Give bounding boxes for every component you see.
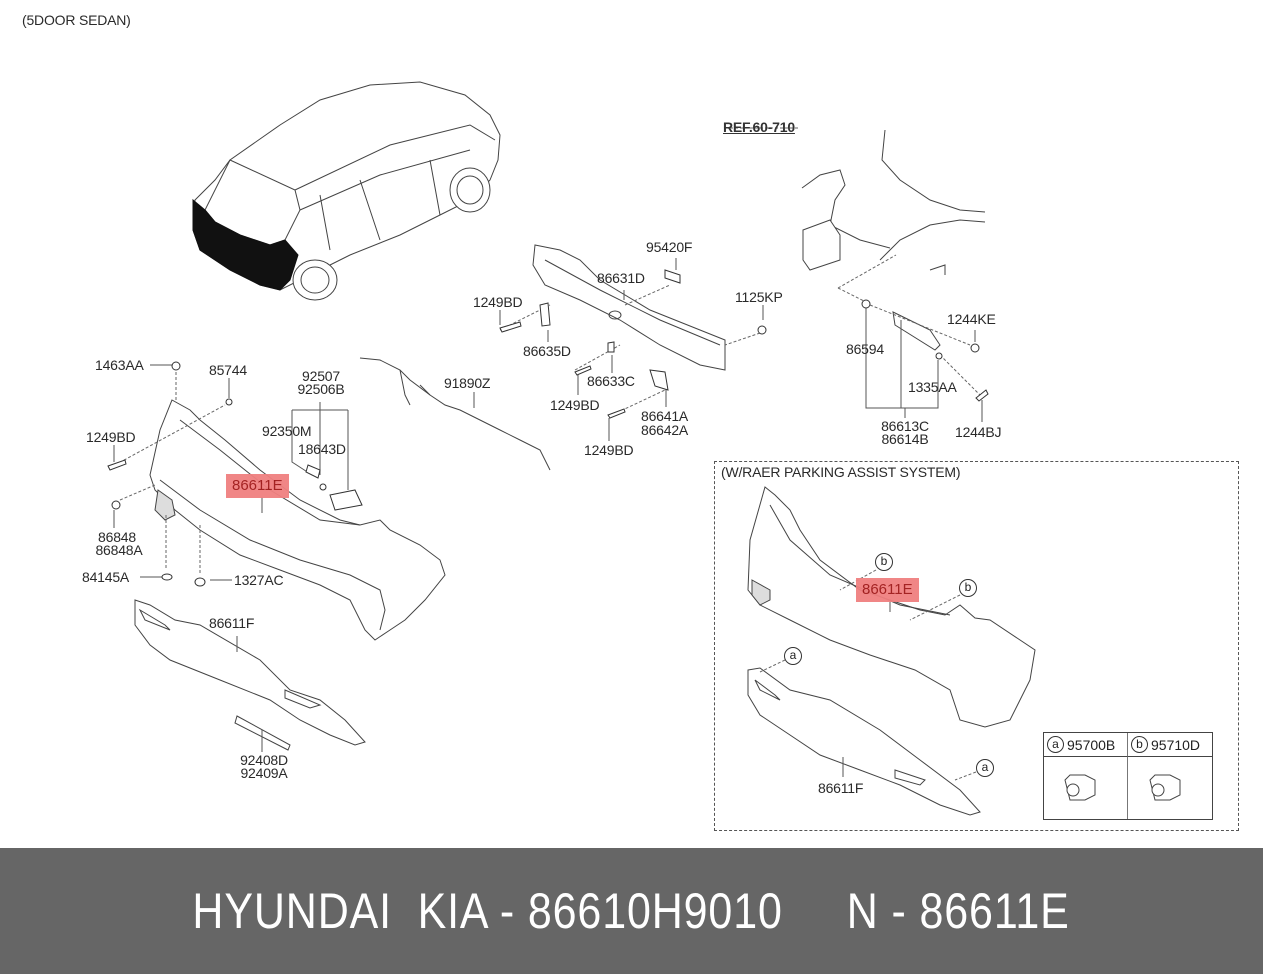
- car-illustration: [192, 81, 501, 301]
- inset-leader-lines: [842, 602, 891, 777]
- legend-part-95700B: 95700B: [1067, 736, 1116, 753]
- body-type-label: (5DOOR SEDAN): [22, 12, 131, 28]
- part-label-92506B[interactable]: 92506B: [297, 381, 345, 397]
- inset-lower-diffuser: [747, 667, 981, 816]
- fasteners: [107, 269, 989, 587]
- parking-sensor-icon: [1128, 757, 1212, 819]
- wiring-harness: [359, 357, 551, 471]
- legend-key-b: b: [1131, 736, 1148, 753]
- part-label-1327AC[interactable]: 1327AC: [234, 572, 284, 588]
- part-label-86641A[interactable]: 86641A: [641, 408, 689, 424]
- part-number-banner: HYUNDAI KIA - 86610H9010 N - 86611E: [0, 848, 1263, 974]
- part-label-1463AA[interactable]: 1463AA: [95, 357, 144, 373]
- legend-part-95710D: 95710D: [1151, 736, 1201, 753]
- part-label-1244BJ[interactable]: 1244BJ: [955, 424, 1002, 440]
- part-label-86611F[interactable]: 86611F: [209, 615, 255, 631]
- part-label-86848[interactable]: 86848: [98, 529, 136, 545]
- part-label-1249BD-mid[interactable]: 1249BD: [550, 397, 600, 413]
- part-label-92507[interactable]: 92507: [302, 368, 340, 384]
- part-label-1125KP[interactable]: 1125KP: [735, 289, 783, 305]
- part-label-85744[interactable]: 85744: [209, 362, 247, 378]
- part-label-84145A[interactable]: 84145A: [82, 569, 130, 585]
- parking-assist-inset: [714, 461, 1239, 831]
- part-label-86594[interactable]: 86594: [846, 341, 884, 357]
- part-label-86635D[interactable]: 86635D: [523, 343, 571, 359]
- quarter-panel: [801, 129, 986, 275]
- part-label-1249BD-left[interactable]: 1249BD: [86, 429, 136, 445]
- parking-sensor-icon: [1044, 757, 1128, 819]
- part-label-92409A[interactable]: 92409A: [240, 765, 288, 781]
- diagram-drawing: [107, 81, 1181, 816]
- part-label-86631D[interactable]: 86631D: [597, 270, 645, 286]
- part-label-86614B[interactable]: 86614B: [881, 431, 929, 447]
- part-label-92408D[interactable]: 92408D: [240, 752, 288, 768]
- inset-rear-bumper: [747, 486, 1036, 728]
- sensor-legend-table: a 95700B b 95710D: [1043, 732, 1213, 820]
- part-label-1335AA[interactable]: 1335AA: [908, 379, 957, 395]
- inset-part-label-86611F[interactable]: 86611F: [818, 780, 864, 796]
- part-number-text: HYUNDAI KIA - 86610H9010 N - 86611E: [192, 883, 1071, 939]
- part-label-1249BD-bottom[interactable]: 1249BD: [584, 442, 634, 458]
- callout-b-upper: b: [875, 553, 893, 571]
- callout-a-left: a: [784, 647, 802, 665]
- part-label-86633C[interactable]: 86633C: [587, 373, 635, 389]
- part-label-86848A[interactable]: 86848A: [95, 542, 143, 558]
- part-label-1249BD-top[interactable]: 1249BD: [473, 294, 523, 310]
- inset-title: (W/RAER PARKING ASSIST SYSTEM): [721, 464, 961, 480]
- part-label-91890Z[interactable]: 91890Z: [444, 375, 491, 391]
- part-label-92350M[interactable]: 92350M: [262, 423, 312, 439]
- legend-header-b[interactable]: b 95710D: [1128, 733, 1212, 757]
- part-label-18643D[interactable]: 18643D: [298, 441, 346, 457]
- legend-key-a: a: [1047, 736, 1064, 753]
- highlighted-part-86611E[interactable]: 86611E: [226, 474, 289, 498]
- leader-lines: [113, 258, 983, 752]
- inset-highlighted-part-86611E[interactable]: 86611E: [856, 578, 919, 602]
- part-label-1244KE[interactable]: 1244KE: [947, 311, 996, 327]
- bumper-beam: [532, 244, 726, 371]
- part-label-86642A[interactable]: 86642A: [641, 422, 689, 438]
- sensor-drawings: [1064, 774, 1181, 801]
- parts-diagram: (5DOOR SEDAN) REF.60-710 1463AA 85744 12…: [22, 12, 1239, 831]
- side-bracket: [892, 311, 941, 351]
- legend-header-a[interactable]: a 95700B: [1044, 733, 1128, 757]
- part-label-95420F[interactable]: 95420F: [646, 239, 693, 255]
- callout-a-right: a: [976, 759, 994, 777]
- reference-label[interactable]: REF.60-710: [723, 119, 795, 135]
- callout-b-right: b: [959, 579, 977, 597]
- part-label-86613C[interactable]: 86613C: [881, 418, 929, 434]
